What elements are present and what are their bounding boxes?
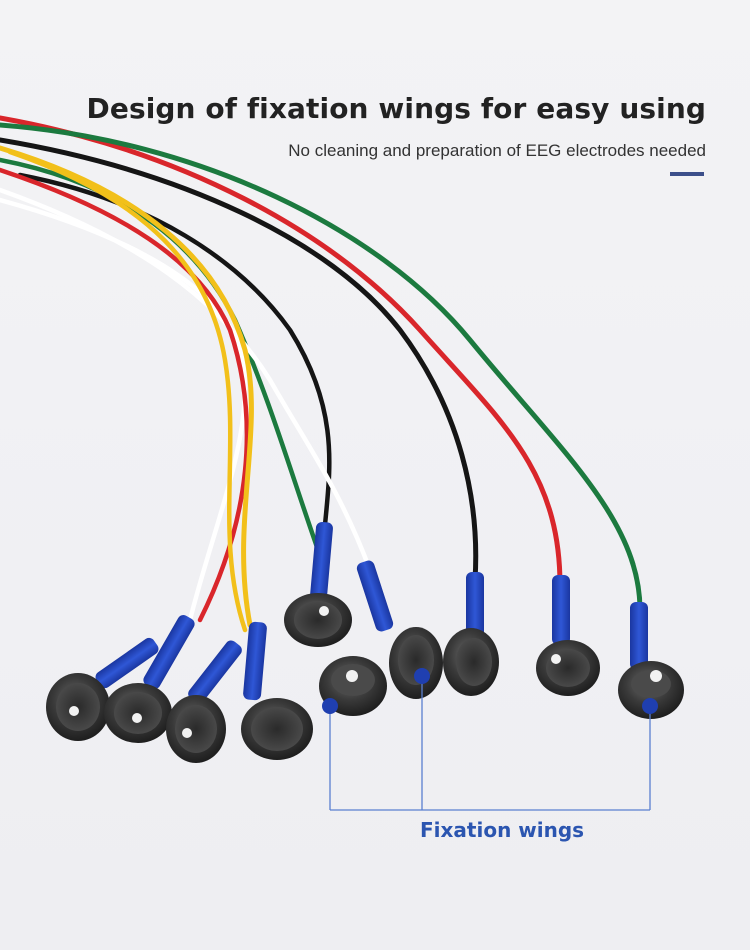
electrode-cup (166, 695, 226, 763)
wire-red-left (0, 167, 250, 623)
page-title: Design of fixation wings for easy using (86, 92, 706, 125)
electrode-cup (618, 661, 684, 719)
wire-black-right (0, 137, 479, 583)
connector (143, 615, 195, 689)
electrode-cups (46, 593, 684, 763)
connector (243, 621, 267, 701)
electrode-cup (536, 640, 600, 696)
wire-green-right (0, 122, 643, 613)
wire-black-left (17, 172, 332, 528)
connector (310, 521, 333, 603)
connectors (95, 521, 648, 704)
wing-marker (322, 698, 338, 714)
accent-bar (670, 172, 704, 176)
connector (630, 602, 648, 670)
wire-white-left (0, 197, 248, 623)
electrode-cup (241, 698, 313, 760)
wire-red-right (0, 115, 563, 588)
wire-green-left (0, 157, 321, 553)
electrode-cup (46, 673, 110, 741)
callout-markers (322, 668, 658, 714)
wire-yellow-b (7, 149, 248, 633)
callout-bracket (329, 676, 651, 811)
callout-label: Fixation wings (420, 818, 585, 842)
electrode-cup (104, 683, 172, 743)
electrode-cup (284, 593, 352, 647)
connector (95, 637, 159, 689)
electrode-cup (443, 628, 499, 696)
wire-bundle (0, 115, 643, 633)
connector (188, 640, 242, 704)
connector (466, 572, 484, 642)
connector (356, 560, 394, 632)
page-subtitle: No cleaning and preparation of EEG elect… (288, 141, 706, 160)
wire-yellow-a (0, 145, 254, 628)
wing-marker (414, 668, 430, 684)
wing-marker (642, 698, 658, 714)
connector (552, 575, 570, 645)
electrode-cup (389, 627, 443, 699)
